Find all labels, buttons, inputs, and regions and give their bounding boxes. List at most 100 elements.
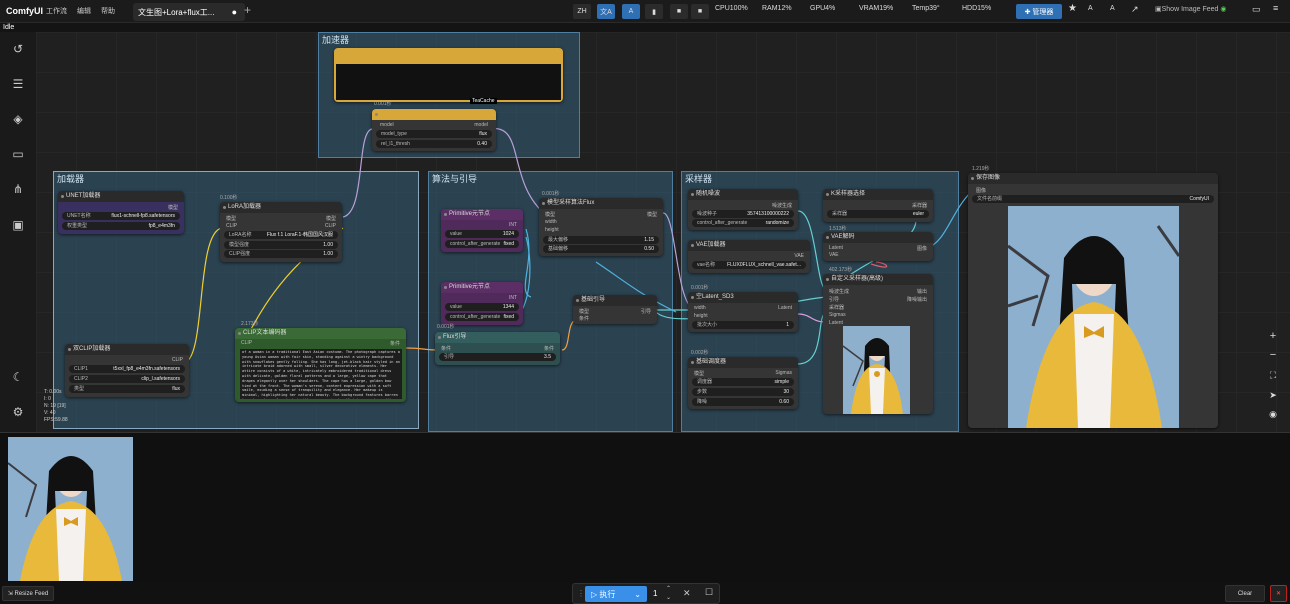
hamburger-menu-icon[interactable]: ≡ [1273,3,1279,13]
vram-clean-icon[interactable]: ■ [691,4,709,19]
translate-cn-icon[interactable]: ZH [573,4,591,19]
primitive-height-out[interactable]: INT [508,295,517,301]
resize-feed-button[interactable]: ⇲ Resize Feed [2,586,54,601]
custom-sampler-node[interactable]: 自定义采样器(高级) 噪波生成 引导 采样器 Sigmas Latent 输出 … [823,274,933,414]
lora-out-model[interactable]: 模型 [325,216,336,222]
guider-out[interactable]: 引导 [640,309,651,315]
sampler-algo-in-model[interactable]: 模型 [545,212,556,218]
scheduler-out-sigmas[interactable]: Sigmas [775,370,792,376]
queue-list-icon[interactable]: ☰ [12,77,24,91]
clear-feed-button[interactable]: Clear [1225,585,1265,602]
latent-out[interactable]: Latent [778,305,792,311]
teacache-out-model[interactable]: model [474,122,488,128]
theme-moon-icon[interactable]: ☾ [12,370,24,384]
zoom-out-icon[interactable]: − [1269,349,1277,361]
share-icon[interactable]: A [1088,5,1093,12]
guider-in-cond[interactable]: 条件 [579,316,590,322]
flux-guidance-out[interactable]: 条件 [543,346,554,352]
image-gallery-icon[interactable]: ▣ [12,218,24,232]
custom-sampler-in-sampler[interactable]: 采样器 [829,305,845,311]
vae-loader-out[interactable]: VAE [794,253,804,259]
lora-out-clip[interactable]: CLIP [324,223,336,229]
translate-icon[interactable]: 文A [597,4,615,19]
lora-in-clip[interactable]: CLIP [226,223,238,229]
unet-out-model[interactable]: 模型 [167,205,178,211]
latent-in-width[interactable]: width [694,305,706,311]
history-icon[interactable]: ↺ [12,42,24,56]
cliptext-in-clip[interactable]: CLIP [241,340,253,346]
hierarchy-icon[interactable]: A [1110,5,1115,12]
batch-count-input[interactable]: 1 [653,589,658,598]
custom-sampler-in-guider[interactable]: 引导 [829,297,840,303]
primitive-width-out[interactable]: INT [508,222,517,228]
memory-clean-icon[interactable]: ■ [670,4,688,19]
menu-help[interactable]: 帮助 [101,8,115,15]
flux-guidance-in[interactable]: 条件 [441,346,452,352]
panel-icon[interactable]: ▭ [1252,4,1261,14]
menu-edit[interactable]: 编辑 [77,8,91,15]
toggle-links-eye-icon[interactable]: ◉ [1269,409,1277,419]
redo-icon[interactable]: ↗ [1131,4,1139,14]
clip-text-encode-node[interactable]: CLIP文本编码器 CLIP 条件 of a woman in a tradit… [235,328,406,402]
scheduler-in-model[interactable]: 模型 [694,371,705,377]
vae-decode-out[interactable]: 图像 [916,246,927,252]
node-translate-icon[interactable]: A [622,4,640,19]
custom-sampler-in-noise[interactable]: 噪波生成 [829,289,850,295]
sampler-algo-in-width[interactable]: width [545,219,557,225]
prompt-textarea[interactable]: of a woman in a traditional East Asian c… [240,349,402,399]
cliptext-out-cond[interactable]: 条件 [389,341,400,347]
show-image-feed-toggle[interactable]: ▣Show Image Feed ◉ [1155,5,1227,13]
vae-decode-in-latent[interactable]: Latent [829,245,843,251]
sampler-algo-out-model[interactable]: 模型 [646,212,657,218]
fit-view-icon[interactable]: ⛶ [1269,370,1277,380]
teacache-display-node[interactable] [334,48,563,102]
select-mode-icon[interactable]: ➤ [1269,390,1277,400]
run-queue-button[interactable]: ▷ 执行 ⌄ [585,586,647,602]
close-feed-icon[interactable]: ✕ [1270,585,1287,602]
vae-decode-node[interactable]: VAE解码 Latent VAE 图像 [823,232,933,261]
model-tree-icon[interactable]: ⋔ [12,182,24,196]
menu-workflow[interactable]: 工作流 [46,8,67,15]
bookmark-icon[interactable]: ▮ [645,4,663,19]
guider-in-model[interactable]: 模型 [579,309,590,315]
custom-sampler-out[interactable]: 输出 [916,289,927,295]
latent-in-height[interactable]: height [694,313,708,319]
teacache-in-model[interactable]: model [380,122,394,128]
lora-in-model[interactable]: 模型 [226,216,237,222]
folder-icon[interactable]: ▭ [12,147,24,161]
count-stepper-icon[interactable]: ⌃⌄ [666,586,672,601]
